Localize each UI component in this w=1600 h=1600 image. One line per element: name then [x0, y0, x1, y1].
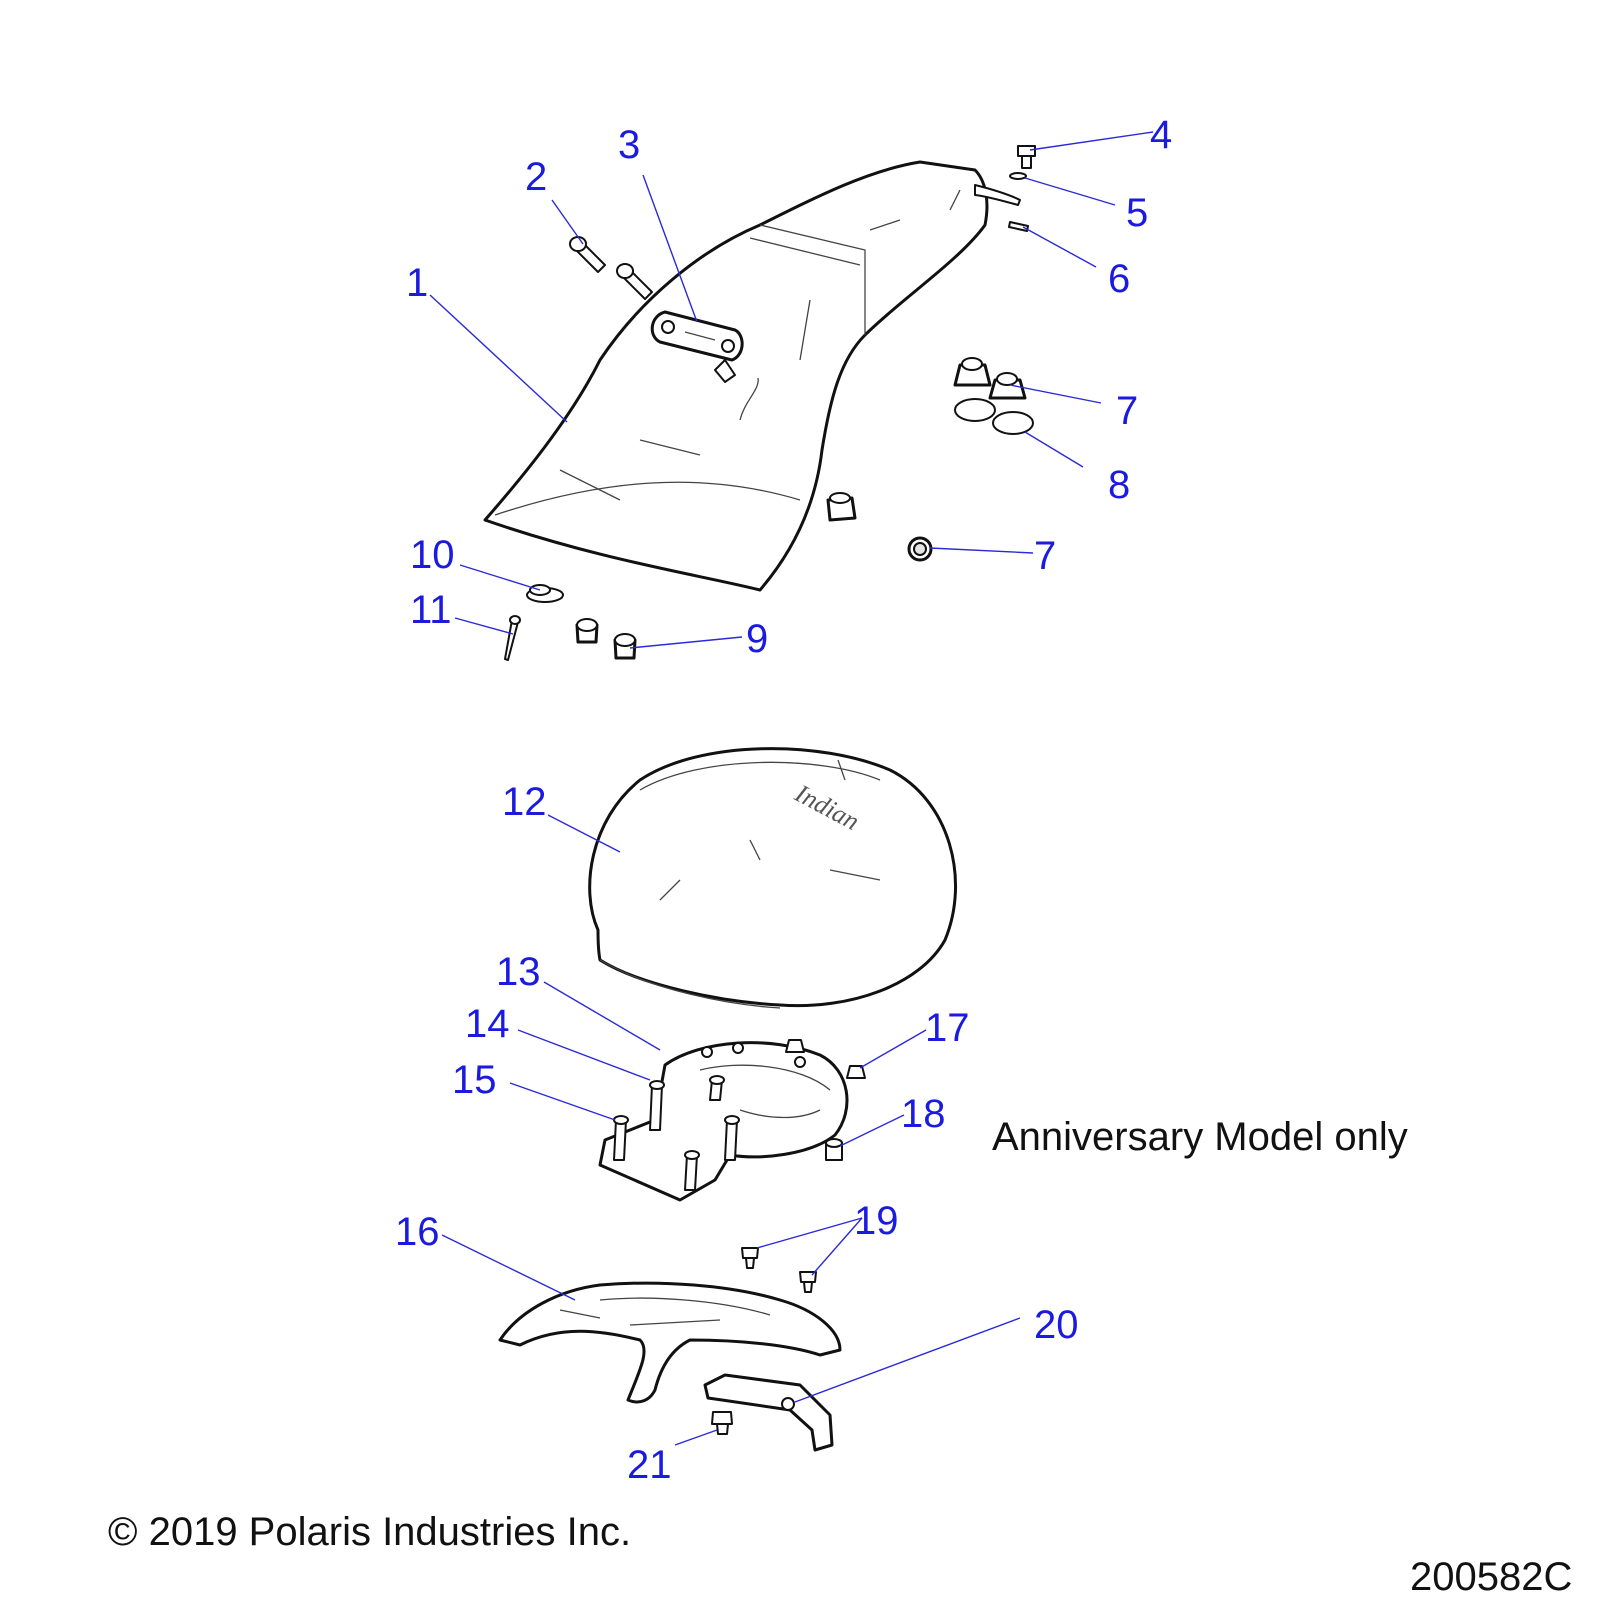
callout-17: 17: [925, 1006, 970, 1050]
callout-21: 21: [627, 1443, 672, 1487]
callout-3: 3: [618, 123, 640, 167]
bumper-part: [907, 536, 933, 562]
screw-part: [1017, 145, 1036, 169]
callout-5: 5: [1126, 191, 1148, 235]
callout-1: 1: [406, 261, 428, 305]
callout-19: 19: [854, 1199, 899, 1243]
callout-18: 18: [901, 1092, 946, 1136]
callout-4: 4: [1150, 113, 1172, 157]
washer-part: [1009, 172, 1027, 180]
o-ring-part: [954, 398, 1034, 435]
nut-part: [785, 1039, 866, 1079]
clip-part: [526, 584, 564, 603]
callout-16: 16: [395, 1210, 440, 1254]
callout-13: 13: [496, 950, 541, 994]
stud-set-part: [613, 1075, 740, 1191]
callout-15: 15: [452, 1058, 497, 1102]
callout-20: 20: [1034, 1303, 1079, 1347]
callout-2: 2: [525, 155, 547, 199]
leader-lines: [429, 131, 1154, 1446]
callout-6: 6: [1108, 257, 1130, 301]
passenger-seat-part: Indian: [588, 747, 957, 1009]
bolt-pair-part: [569, 236, 653, 300]
callout-11: 11: [410, 588, 452, 632]
callout-12: 12: [502, 780, 547, 824]
callout-14: 14: [465, 1002, 510, 1046]
callout-8: 8: [1108, 463, 1130, 507]
small-screw-part: [711, 1411, 733, 1435]
rivet-part: [504, 615, 521, 661]
callout-7-lower: 7: [1034, 534, 1056, 578]
diagram-id: 200582C: [1410, 1555, 1572, 1599]
copyright-text: © 2019 Polaris Industries Inc.: [108, 1510, 631, 1554]
callout-10: 10: [410, 533, 455, 577]
spacer-part: [1008, 221, 1029, 232]
grommet-part: [826, 357, 1027, 522]
seat-part: [483, 160, 1021, 592]
callout-7: 7: [1116, 389, 1138, 433]
seat-base-part: [598, 1041, 849, 1202]
anniversary-note: Anniversary Model only: [992, 1115, 1408, 1159]
spacer-bumper-part: [825, 1138, 843, 1161]
bumper-pair-part: [575, 618, 637, 660]
callout-9: 9: [746, 617, 768, 661]
mounting-bracket-part: [498, 1281, 842, 1404]
bolt-part: [741, 1247, 817, 1293]
latch-plate-part: [703, 1373, 834, 1452]
badge-plate-part: [650, 310, 744, 383]
